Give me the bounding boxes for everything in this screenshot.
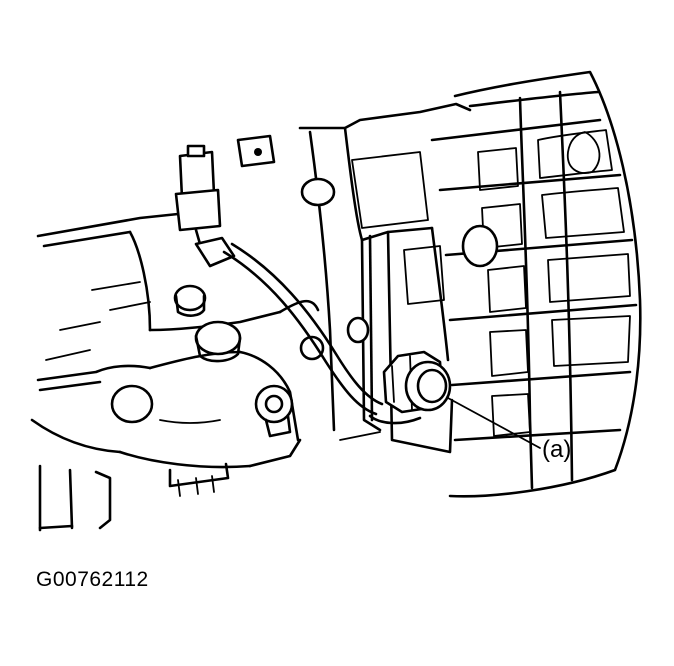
- extension-housing: [30, 212, 320, 532]
- callout-leader-line: [447, 397, 541, 449]
- bell-housing: [430, 70, 642, 498]
- center-casing: [298, 102, 499, 454]
- speed-sensor: [382, 350, 452, 414]
- figure-id: G00762112: [36, 568, 149, 591]
- callout-label-a: (a): [542, 436, 572, 463]
- sensor-connector: [174, 134, 276, 268]
- sensor-wire: [222, 242, 422, 425]
